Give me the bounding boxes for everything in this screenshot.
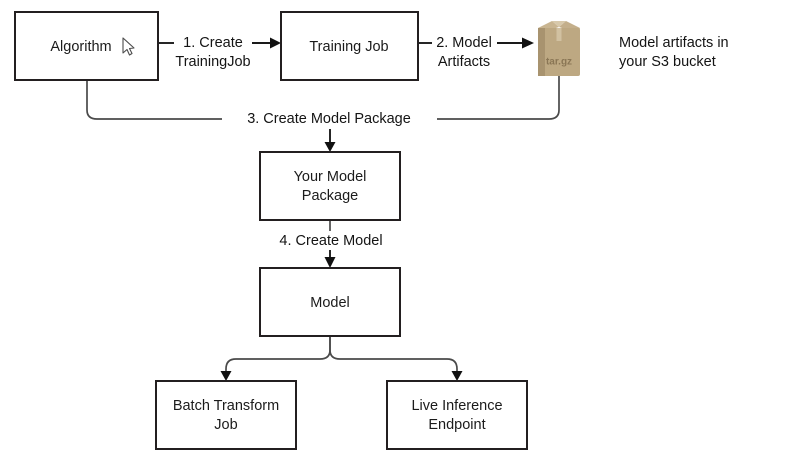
edge-label-step-2: 2. Model Artifacts (436, 35, 492, 70)
node-batch-transform-job[interactable]: Batch Transform Job (155, 380, 297, 450)
edge-step3-arrow (324, 126, 336, 152)
edge-algorithm-to-training-job (158, 37, 281, 49)
annotation-s3-note-line2: your S3 bucket (619, 54, 716, 70)
node-algorithm-label: Algorithm (50, 39, 111, 55)
edge-algorithm-to-model-package (86, 80, 222, 120)
node-batch-transform-job-label-line2: Job (214, 417, 237, 433)
annotation-s3-note-line1: Model artifacts in (619, 35, 729, 51)
node-algorithm[interactable]: Algorithm (14, 11, 159, 81)
model-artifacts-archive-icon: tar.gz (538, 21, 580, 76)
node-model[interactable]: Model (259, 267, 401, 337)
node-batch-transform-job-label-line1: Batch Transform (173, 398, 279, 414)
mouse-pointer-icon (122, 37, 135, 56)
node-your-model-package-label-line2: Package (302, 188, 358, 204)
edge-label-step-4-text: 4. Create Model (279, 233, 382, 249)
edge-model-to-batch-transform (220, 336, 331, 381)
node-model-label: Model (310, 295, 350, 311)
edge-label-step-1-line1: 1. Create (183, 35, 243, 51)
edge-label-step-2-line2: Artifacts (438, 54, 490, 70)
edge-artifacts-to-model-package (437, 76, 560, 120)
node-your-model-package-label-line1: Your Model (294, 169, 367, 185)
node-your-model-package[interactable]: Your Model Package (259, 151, 401, 221)
node-live-inference-endpoint-label-line1: Live Inference (411, 398, 502, 414)
edge-model-to-live-endpoint (329, 336, 463, 381)
node-training-job[interactable]: Training Job (280, 11, 419, 81)
edge-label-step-4: 4. Create Model (258, 231, 404, 250)
node-live-inference-endpoint-label-line2: Endpoint (428, 417, 485, 433)
edge-label-step-1-line2: TrainingJob (175, 54, 250, 70)
edge-label-step-2-line1: 2. Model (436, 35, 492, 51)
edge-label-step-3-text: 3. Create Model Package (247, 111, 411, 127)
edge-label-step-1: 1. Create TrainingJob (175, 35, 250, 70)
model-artifacts-archive-label: tar.gz (546, 57, 572, 68)
node-training-job-label: Training Job (309, 39, 388, 55)
edge-label-step-3: 3. Create Model Package (222, 109, 437, 129)
annotation-s3-note: Model artifacts in your S3 bucket (619, 35, 729, 70)
edge-training-job-to-artifacts (418, 37, 534, 49)
node-live-inference-endpoint[interactable]: Live Inference Endpoint (386, 380, 528, 450)
